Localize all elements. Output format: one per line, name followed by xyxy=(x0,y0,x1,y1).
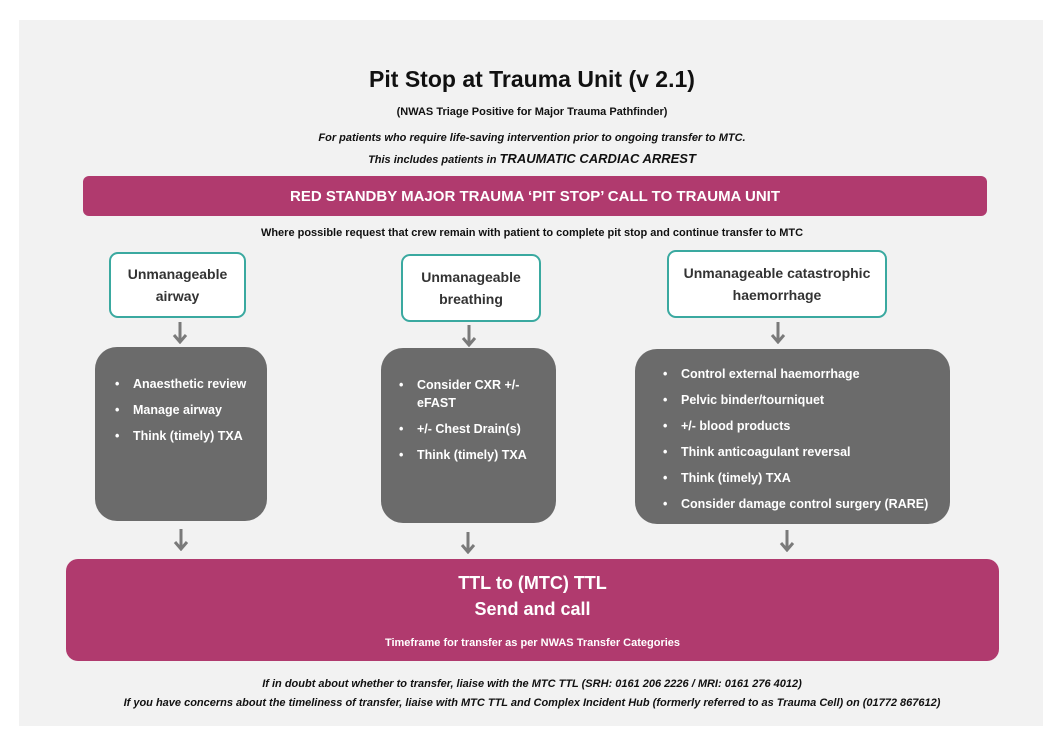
transfer-outcome-box: TTL to (MTC) TTL Send and call Timeframe… xyxy=(66,559,999,661)
condition-airway-line1: Unmanageable xyxy=(127,266,228,282)
actions-haemorrhage-list: Control external haemorrhage Pelvic bind… xyxy=(663,365,940,513)
action-item: Think (timely) TXA xyxy=(115,427,255,445)
scope-note: For patients who require life-saving int… xyxy=(318,132,746,144)
condition-haemorrhage-line1: Unmanageable catastrophic xyxy=(683,265,871,281)
footer-liaise-note: If in doubt about whether to transfer, l… xyxy=(262,678,802,690)
action-item: Anaesthetic review xyxy=(115,375,255,393)
down-arrow-icon xyxy=(779,530,795,552)
condition-breathing-line1: Unmanageable xyxy=(421,269,521,285)
crew-request-note: Where possible request that crew remain … xyxy=(260,227,804,239)
action-item: +/- blood products xyxy=(663,417,940,435)
action-item: Consider CXR +/- eFAST xyxy=(399,376,544,412)
standby-call-banner-text: RED STANDBY MAJOR TRAUMA ‘PIT STOP’ CALL… xyxy=(289,187,780,205)
page-subtitle: (NWAS Triage Positive for Major Trauma P… xyxy=(396,106,668,118)
cardiac-arrest-note-emphasis: TRAUMATIC CARDIAC ARREST xyxy=(499,151,696,166)
condition-airway-line2: airway xyxy=(155,288,200,304)
action-item: Think anticoagulant reversal xyxy=(663,443,940,461)
actions-haemorrhage: Control external haemorrhage Pelvic bind… xyxy=(635,349,950,524)
condition-haemorrhage: Unmanageable catastrophic haemorrhage xyxy=(667,250,887,318)
actions-airway: Anaesthetic review Manage airway Think (… xyxy=(95,347,267,521)
down-arrow-icon xyxy=(173,529,189,551)
cardiac-arrest-note: This includes patients in TRAUMATIC CARD… xyxy=(0,151,1064,166)
page-title: Pit Stop at Trauma Unit (v 2.1) xyxy=(369,66,695,92)
action-item: Think (timely) TXA xyxy=(663,469,940,487)
outcome-timeframe-line: Timeframe for transfer as per NWAS Trans… xyxy=(384,637,681,649)
actions-airway-list: Anaesthetic review Manage airway Think (… xyxy=(115,375,255,445)
action-item: +/- Chest Drain(s) xyxy=(399,420,544,438)
cardiac-arrest-note-prefix: This includes patients in xyxy=(368,154,497,166)
condition-breathing-line2: breathing xyxy=(439,291,503,307)
actions-breathing-list: Consider CXR +/- eFAST +/- Chest Drain(s… xyxy=(399,376,544,464)
action-item: Consider damage control surgery (RARE) xyxy=(663,495,940,513)
condition-airway: Unmanageable airway xyxy=(109,252,246,318)
condition-breathing: Unmanageable breathing xyxy=(401,254,541,322)
footer-concerns-note: If you have concerns about the timelines… xyxy=(123,697,941,709)
action-item: Control external haemorrhage xyxy=(663,365,940,383)
down-arrow-icon xyxy=(460,532,476,554)
down-arrow-icon xyxy=(770,322,786,344)
standby-call-banner: RED STANDBY MAJOR TRAUMA ‘PIT STOP’ CALL… xyxy=(83,176,987,216)
outcome-ttl-line: TTL to (MTC) TTL xyxy=(458,573,607,593)
action-item: Manage airway xyxy=(115,401,255,419)
action-item: Pelvic binder/tourniquet xyxy=(663,391,940,409)
condition-haemorrhage-line2: haemorrhage xyxy=(732,287,822,303)
down-arrow-icon xyxy=(461,325,477,347)
actions-breathing: Consider CXR +/- eFAST +/- Chest Drain(s… xyxy=(381,348,556,523)
outcome-send-call-line: Send and call xyxy=(474,599,591,619)
down-arrow-icon xyxy=(172,322,188,344)
action-item: Think (timely) TXA xyxy=(399,446,544,464)
